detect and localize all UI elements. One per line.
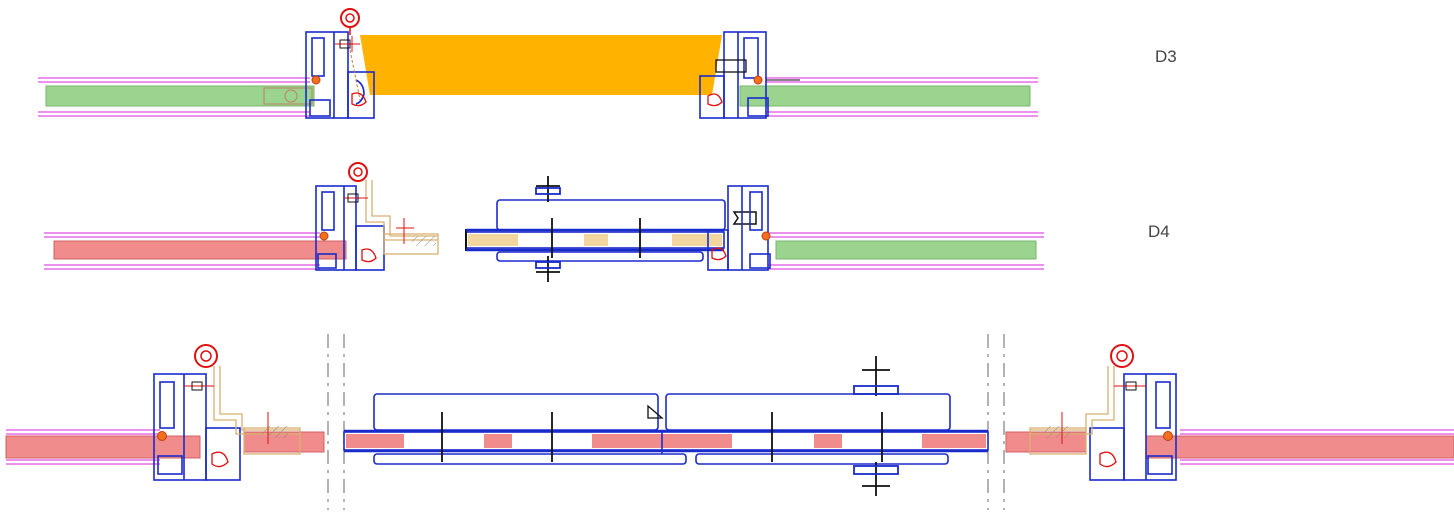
mullion-marks — [441, 412, 883, 462]
ring-marker-icon-d4 — [348, 162, 368, 182]
section-label-d4: D4 — [1148, 222, 1170, 241]
track-cross-icon-d4 — [535, 176, 641, 282]
sliding-leaves-double — [343, 393, 989, 465]
ring-marker-icon — [340, 8, 360, 35]
section-d3 — [38, 8, 1038, 119]
hatch-block-bottom-left — [262, 426, 288, 438]
sliding-leaf-d4 — [465, 199, 757, 262]
section-d4 — [44, 162, 1044, 282]
glass-panel-left — [45, 85, 315, 107]
glass-panel-red-left — [53, 240, 347, 260]
track-cross-icon-bottom — [853, 356, 899, 496]
section-label-d3: D3 — [1155, 47, 1177, 66]
hatch-block-bottom-right — [1044, 426, 1070, 438]
lock-mark-left — [335, 36, 361, 101]
ring-marker-icon-bottom-right — [1110, 344, 1134, 368]
frame-profile-left — [305, 31, 375, 119]
lock-mark-left-d4 — [344, 193, 414, 244]
frame-profile-left-bottom — [153, 373, 241, 481]
wall-lines-right — [765, 77, 1038, 117]
frame-profile-right — [699, 31, 769, 119]
wall-lines-left — [38, 77, 310, 117]
glass-red-far-left — [5, 435, 201, 459]
glass-panel-right — [739, 85, 1031, 107]
insert-circle-left — [284, 89, 298, 103]
hinge-arm-d4 — [365, 180, 439, 255]
glass-panel-green-right — [775, 240, 1037, 260]
wall-lines-right-d4 — [768, 232, 1044, 270]
seal-left-bottom — [157, 431, 229, 468]
insert-left — [263, 87, 313, 105]
section-double — [5, 334, 1454, 510]
hatch-block-d4 — [412, 236, 436, 246]
wall-lines-left-d4 — [44, 232, 320, 270]
wall-lines-bottom — [6, 429, 1454, 465]
door-leaf — [360, 35, 722, 95]
glass-red-far-right — [1145, 435, 1454, 459]
seal-right-bottom — [1099, 431, 1173, 468]
divider-lines — [327, 334, 1005, 510]
seal-left-d4 — [319, 231, 377, 263]
ring-marker-icon-bottom-left — [194, 344, 218, 368]
seal-right — [707, 59, 800, 107]
seal-right-d4 — [711, 231, 771, 261]
frame-profile-right-bottom — [1089, 373, 1177, 481]
seal-left — [311, 75, 367, 107]
frame-profile-right-d4 — [707, 185, 771, 271]
